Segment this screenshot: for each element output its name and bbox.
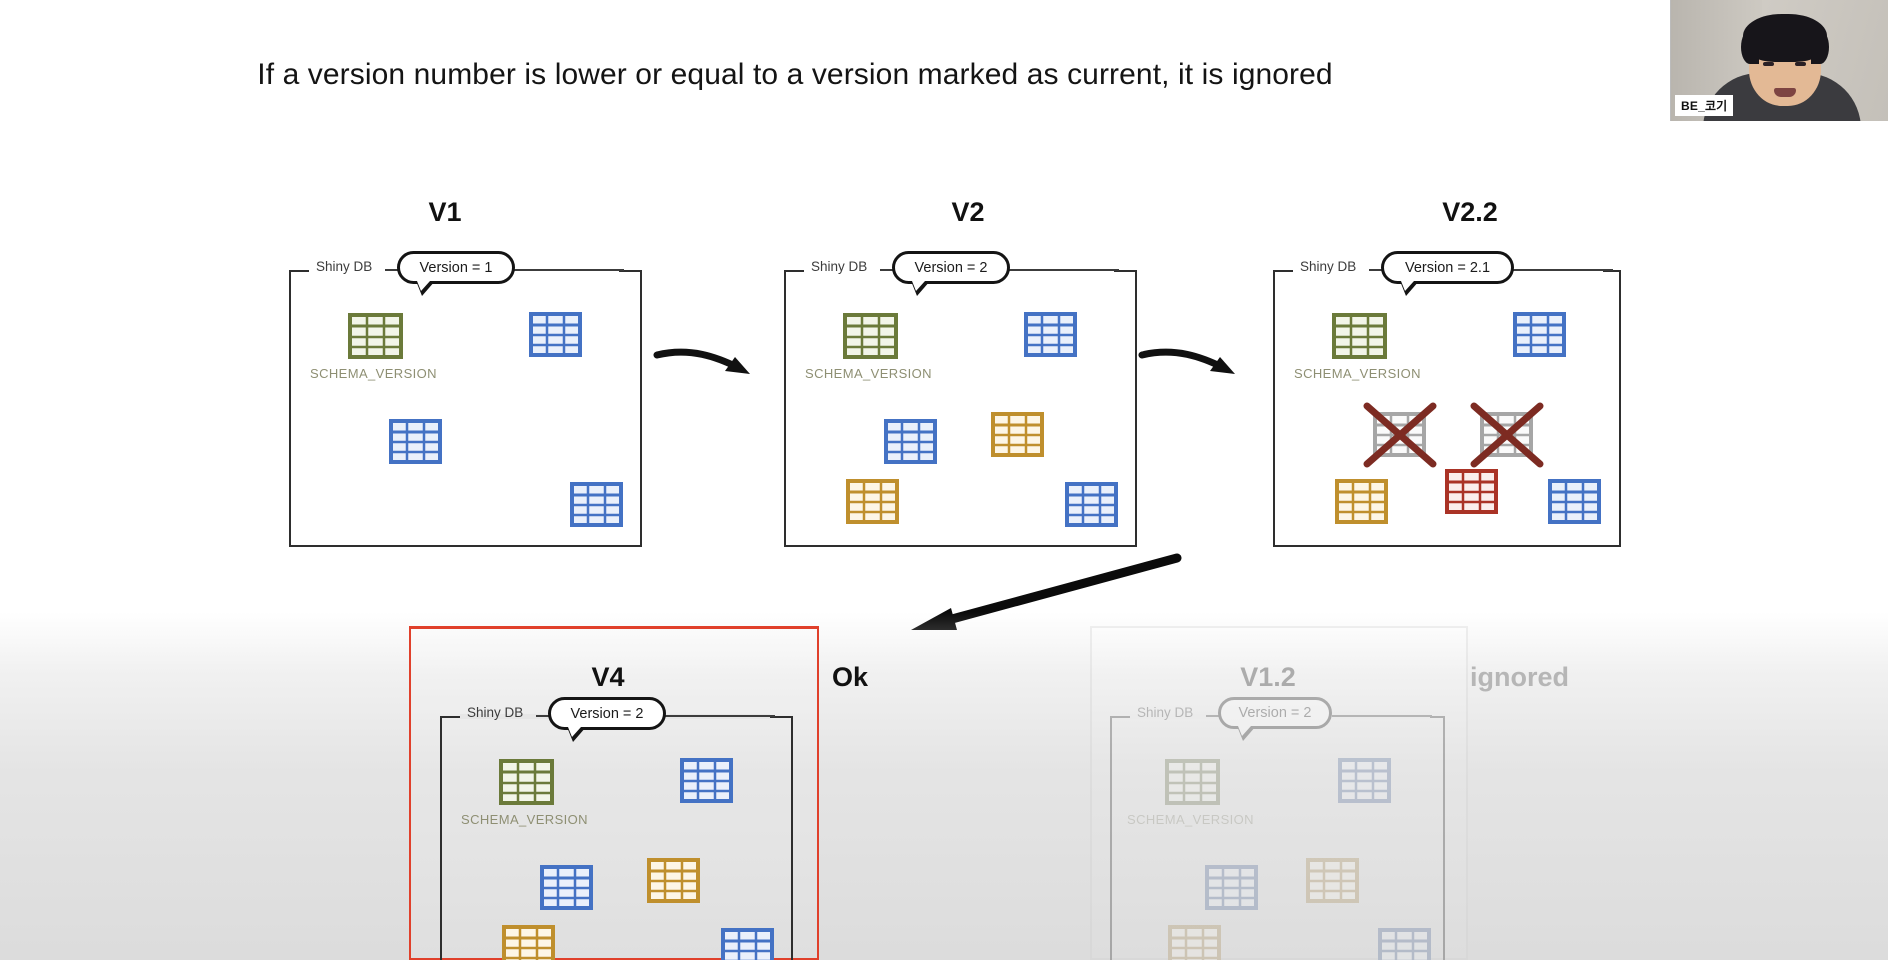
table-icon-blue [1513,312,1566,357]
leader-line [514,269,624,271]
db-box-v22: Shiny DB Version = 2.1 SCHEMA_VERSION [1273,251,1621,547]
shiny-db-label: Shiny DB [811,259,868,274]
db-box-v12: Shiny DB Version = 2 SCHEMA_VERSION [1110,697,1445,960]
stage-label-v22: V2.2 [1442,197,1498,227]
leader-line [665,715,775,717]
table-icon-gray-deleted [1480,412,1533,457]
ignored-highlight-box [1090,626,1468,960]
table-icon-blue [1065,482,1118,527]
version-bubble-text: Version = 2 [1238,705,1312,721]
shiny-db-label: Shiny DB [316,259,373,274]
db-box-frame [1110,716,1445,960]
page-title: If a version number is lower or equal to… [257,58,1333,91]
table-icon-orange [1335,479,1388,524]
webcam-overlay[interactable]: BE_코기 [1670,0,1888,121]
schema-version-caption: SCHEMA_VERSION [461,812,588,827]
table-icon-blue [1205,865,1258,910]
version-bubble-text: Version = 2 [914,259,988,276]
schema-version-caption: SCHEMA_VERSION [1127,812,1254,827]
bubble-tail-inner [568,727,581,737]
table-icon-schema-version [1165,759,1220,805]
stage-label-v4: V4 [591,662,625,692]
rail-gap [1130,714,1430,719]
table-icon-blue [529,312,582,357]
leader-line [1009,269,1119,271]
webcam-person-mouth [1774,88,1796,97]
schema-version-caption: SCHEMA_VERSION [805,366,932,381]
table-icon-red [1445,469,1498,514]
db-box-v1: Shiny DB Version = 1 SCHEMA_VERSION [289,251,642,547]
table-icon-blue [884,419,937,464]
table-icon-blue [540,865,593,910]
webcam-person-eye-right [1795,62,1806,66]
table-icon-orange [1168,925,1221,960]
slide-fade-overlay [0,612,1888,960]
stage-label-v12: V1.2 [1240,662,1296,692]
table-icon-schema-version [348,313,403,359]
bubble-tail-inner [1401,281,1414,291]
arrow-v1-to-v2 [653,335,765,380]
db-box-frame [440,716,793,960]
db-box-v4: Shiny DB Version = 2 SCHEMA_VERSION [440,697,793,960]
bubble-tail-inner [417,281,430,291]
shiny-db-label: Shiny DB [467,705,524,720]
version-bubble-v4: Version = 2 [548,697,666,742]
arrow-v2-to-v22 [1138,335,1250,380]
version-bubble-text: Version = 1 [419,259,493,276]
table-icon-blue [721,928,774,960]
table-icon-orange [846,479,899,524]
table-icon-schema-version [1332,313,1387,359]
bubble-tail-inner [1238,726,1251,736]
version-bubble-v1: Version = 1 [397,251,515,296]
schema-version-caption: SCHEMA_VERSION [1294,366,1421,381]
bubble-tail-inner [912,281,925,291]
verdict-ignored: ignored [1470,662,1569,692]
webcam-name-tag: BE_코기 [1675,95,1734,116]
ok-highlight-box [409,626,819,960]
webcam-person-hair-right [1811,30,1829,64]
table-icon-orange [991,412,1044,457]
table-icon-schema-version [843,313,898,359]
table-icon-blue [389,419,442,464]
leader-line [1513,269,1613,271]
leader-line [1332,715,1432,717]
version-bubble-text: Version = 2 [570,705,644,722]
table-icon-gray-deleted [1373,412,1426,457]
webcam-person-hair-left [1741,30,1759,64]
table-icon-orange [1306,858,1359,903]
schema-version-caption: SCHEMA_VERSION [310,366,437,381]
version-bubble-v12: Version = 2 [1218,697,1332,741]
bubble-tail [1237,726,1256,741]
stage-label-v2: V2 [951,197,985,227]
table-icon-blue [1024,312,1077,357]
version-bubble-v2: Version = 2 [892,251,1010,296]
table-icon-blue [1338,758,1391,803]
stage-label-v1: V1 [428,197,462,227]
shiny-db-label: Shiny DB [1300,259,1357,274]
table-icon-schema-version [499,759,554,805]
version-bubble-text: Version = 2.1 [1404,259,1491,276]
shiny-db-label: Shiny DB [1137,705,1194,720]
version-bubble-v22: Version = 2.1 [1381,251,1514,296]
table-icon-orange [502,925,555,960]
table-icon-blue [570,482,623,527]
verdict-ok: Ok [832,662,869,692]
webcam-person-eye-left [1763,62,1774,66]
table-icon-blue [1548,479,1601,524]
table-icon-blue [680,758,733,803]
table-icon-blue [1378,928,1431,960]
table-icon-orange [647,858,700,903]
db-box-v2: Shiny DB Version = 2 SCHEMA_VERSION [784,251,1137,547]
